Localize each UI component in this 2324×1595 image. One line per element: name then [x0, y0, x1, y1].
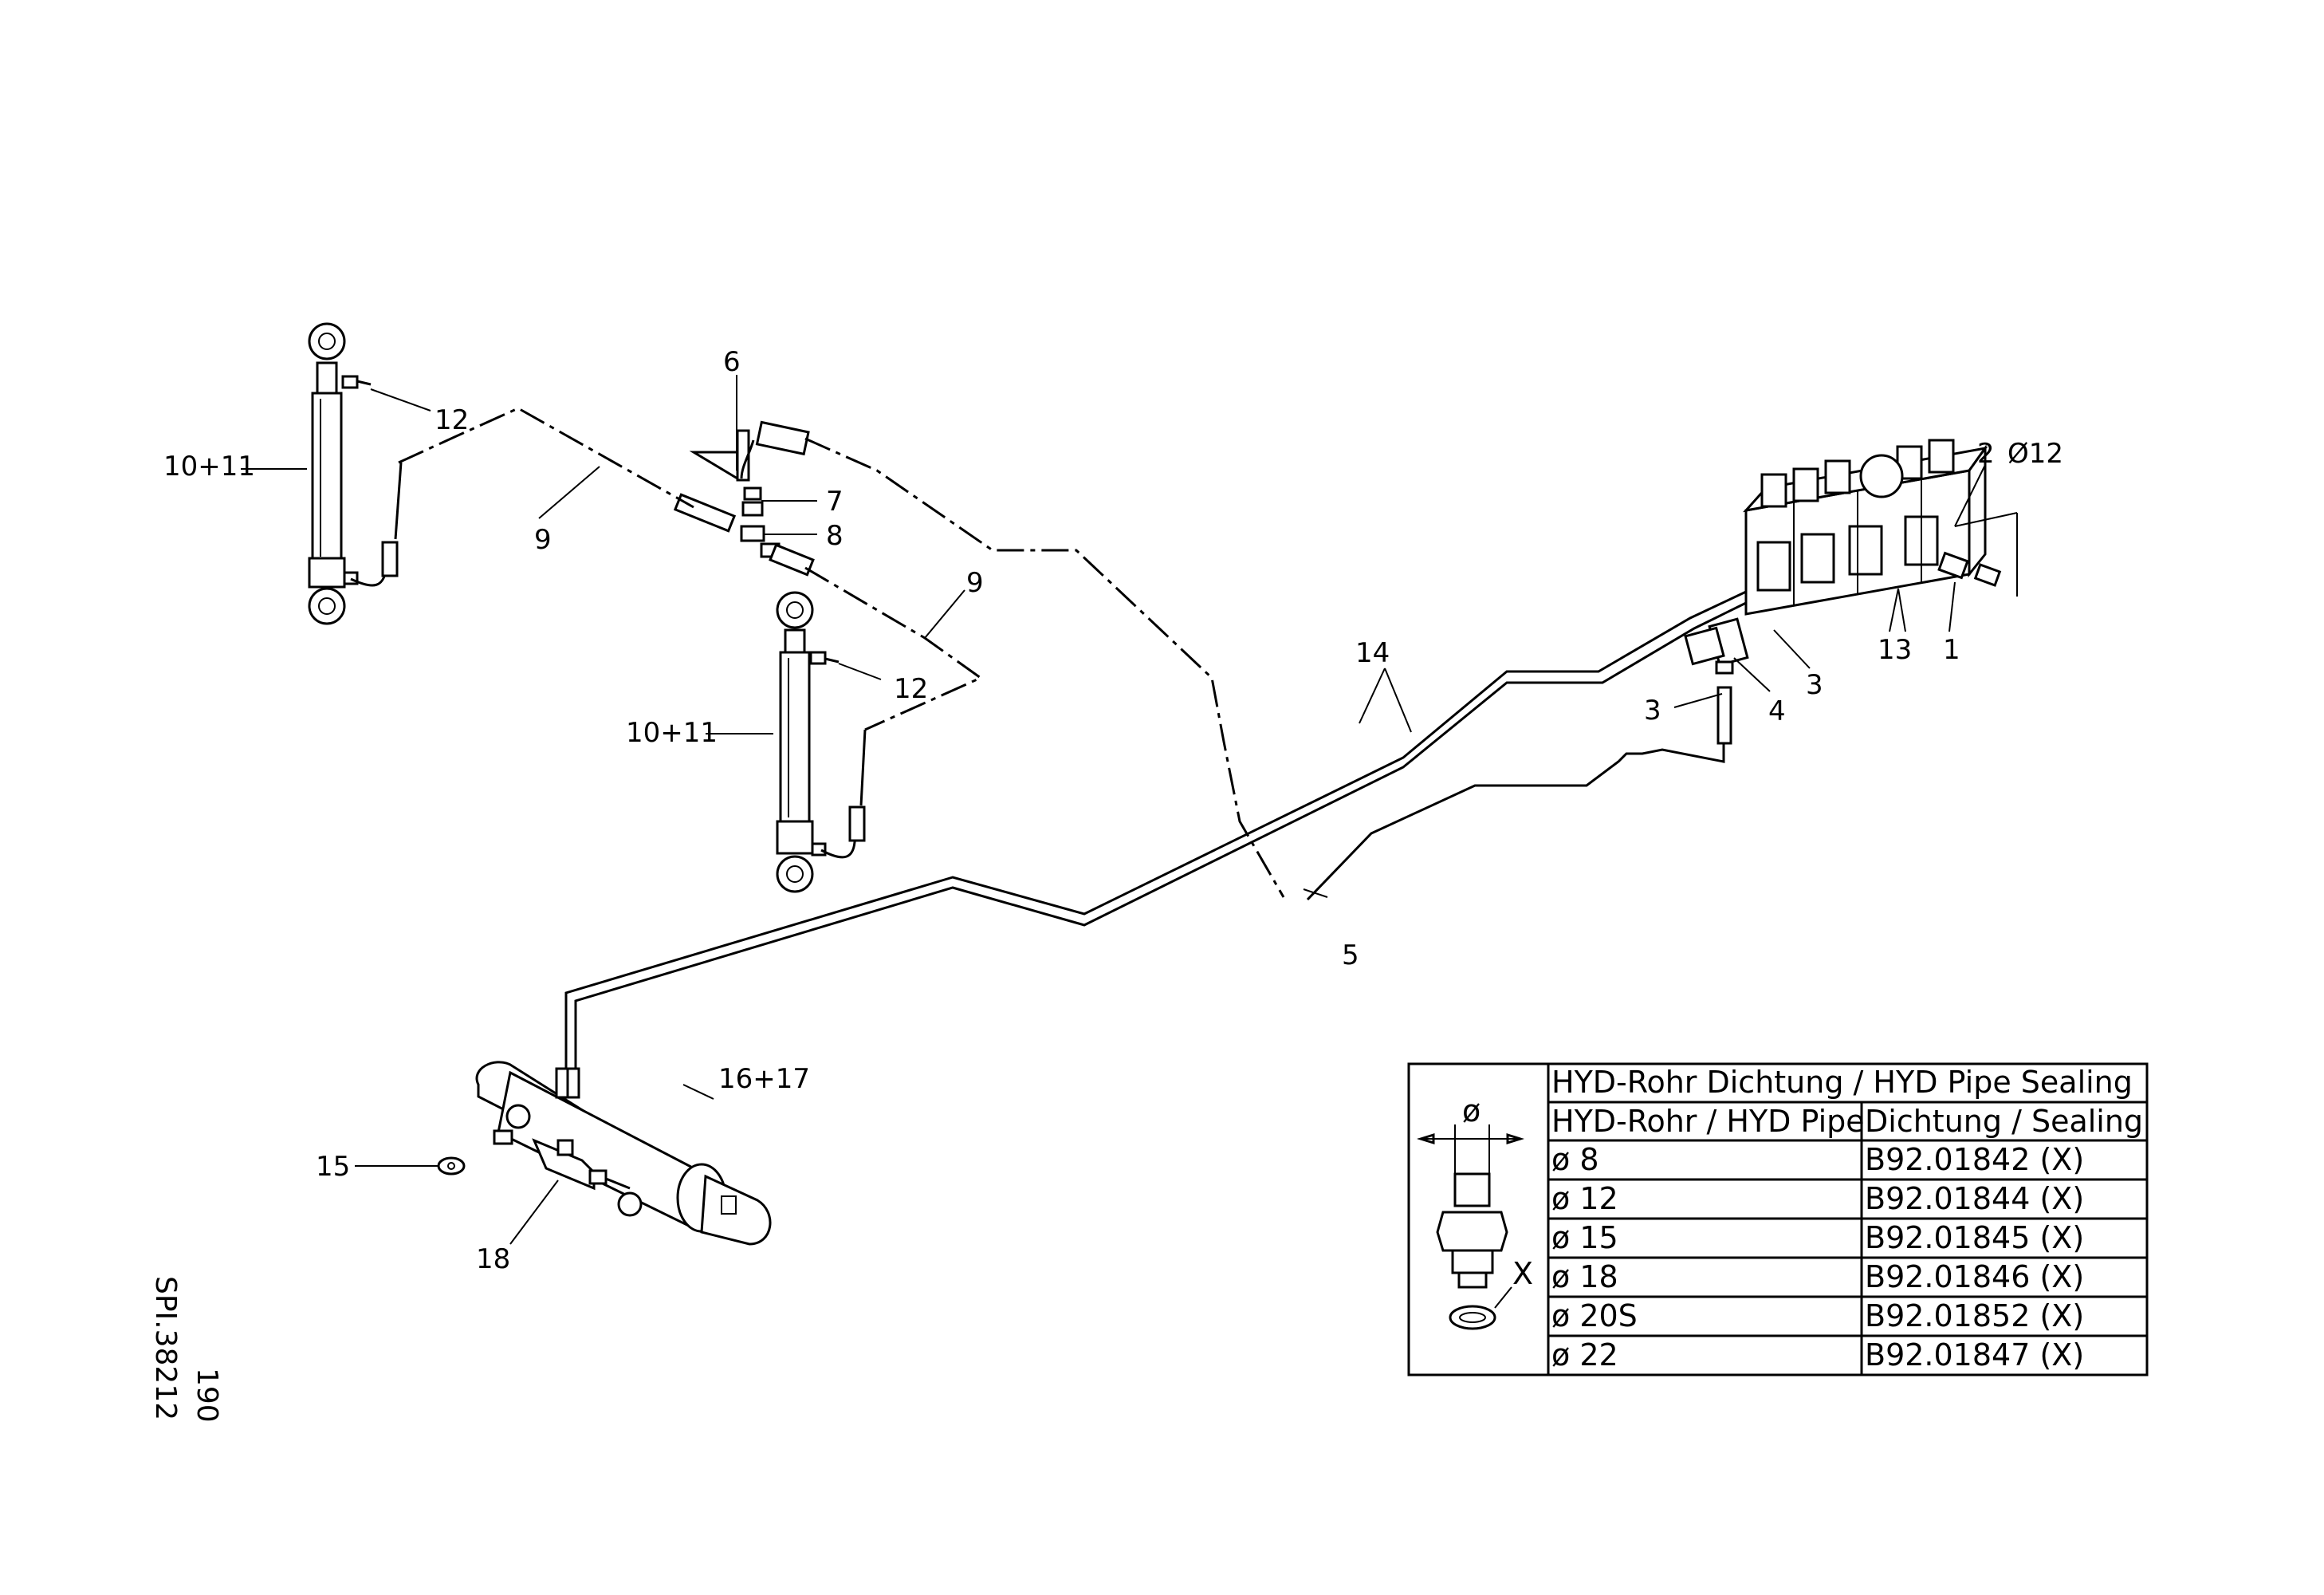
callout-16-17: 16+17 — [718, 1063, 810, 1095]
callout-7: 7 — [826, 486, 843, 518]
hydraulic-line-9-upper — [398, 407, 1285, 898]
leader-lines — [241, 375, 2018, 1245]
pipe-5 — [1306, 743, 1725, 901]
bracket-and-fittings — [673, 420, 815, 577]
table-row: ø 20S — [1551, 1298, 1638, 1333]
diameter-symbol: ø — [1462, 1093, 1481, 1128]
callout-15: 15 — [316, 1151, 350, 1183]
side-reference: 190 SPI.38212 — [149, 1276, 223, 1423]
table-row: ø 15 — [1551, 1220, 1618, 1255]
callout-12-top: 12 — [435, 404, 469, 436]
callout-14: 14 — [1355, 637, 1390, 669]
sealing-table: ø X HYD-Rohr Dichtung / HYD Pipe Sealing… — [1407, 1062, 2149, 1376]
control-valve-block — [1684, 439, 2002, 745]
callout-10-11-center: 10+11 — [626, 717, 718, 749]
seal-x-marker: X — [1512, 1256, 1533, 1291]
table-row: ø 8 — [1551, 1142, 1599, 1177]
table-header-pipe: HYD-Rohr / HYD Pipe — [1551, 1104, 1865, 1139]
table-row: B92.01844 (X) — [1865, 1181, 2084, 1216]
table-row: ø 12 — [1551, 1181, 1618, 1216]
table-title: HYD-Rohr Dichtung / HYD Pipe Sealing — [1551, 1065, 2133, 1100]
callout-18: 18 — [476, 1243, 510, 1275]
callout-12-center: 12 — [894, 673, 928, 705]
slewing-cylinder-bottom — [437, 1061, 772, 1246]
pipe-14-double — [564, 590, 1747, 1093]
callout-8: 8 — [826, 520, 843, 552]
callout-4: 4 — [1768, 695, 1786, 727]
callout-10-11-top: 10+11 — [163, 451, 255, 482]
table-row: ø 18 — [1551, 1259, 1618, 1294]
table-row: B92.01852 (X) — [1865, 1298, 2084, 1333]
lift-cylinder-center — [776, 591, 827, 893]
table-row: ø 22 — [1551, 1337, 1618, 1372]
callout-6: 6 — [723, 346, 741, 378]
callout-3-right: 3 — [1806, 669, 1823, 701]
fitting-sketch: ø X — [1416, 1093, 1533, 1330]
table-row: B92.01847 (X) — [1865, 1337, 2084, 1372]
table-row: B92.01842 (X) — [1865, 1142, 2084, 1177]
callout-3-left: 3 — [1644, 695, 1661, 727]
table-header-seal: Dichtung / Sealing — [1865, 1104, 2143, 1139]
drawing-number: SPI.38212 — [149, 1276, 182, 1420]
callout-5: 5 — [1342, 939, 1359, 971]
hose-center-cylinder — [820, 657, 867, 859]
hose-left-cylinder — [350, 380, 403, 587]
callout-9-right: 9 — [966, 567, 984, 599]
callout-labels: 10+11 12 9 6 7 8 9 12 10+11 14 2 Ø12 13 … — [163, 346, 2063, 1275]
callout-2-diameter: Ø12 — [2007, 438, 2063, 470]
page-number: 190 — [191, 1368, 223, 1423]
lift-cylinder-left — [308, 322, 359, 625]
callout-2: 2 — [1977, 438, 1995, 470]
callout-13: 13 — [1878, 634, 1912, 666]
table-row: B92.01845 (X) — [1865, 1220, 2084, 1255]
callout-9-left: 9 — [534, 524, 552, 556]
callout-1: 1 — [1943, 634, 1960, 666]
table-row: B92.01846 (X) — [1865, 1259, 2084, 1294]
